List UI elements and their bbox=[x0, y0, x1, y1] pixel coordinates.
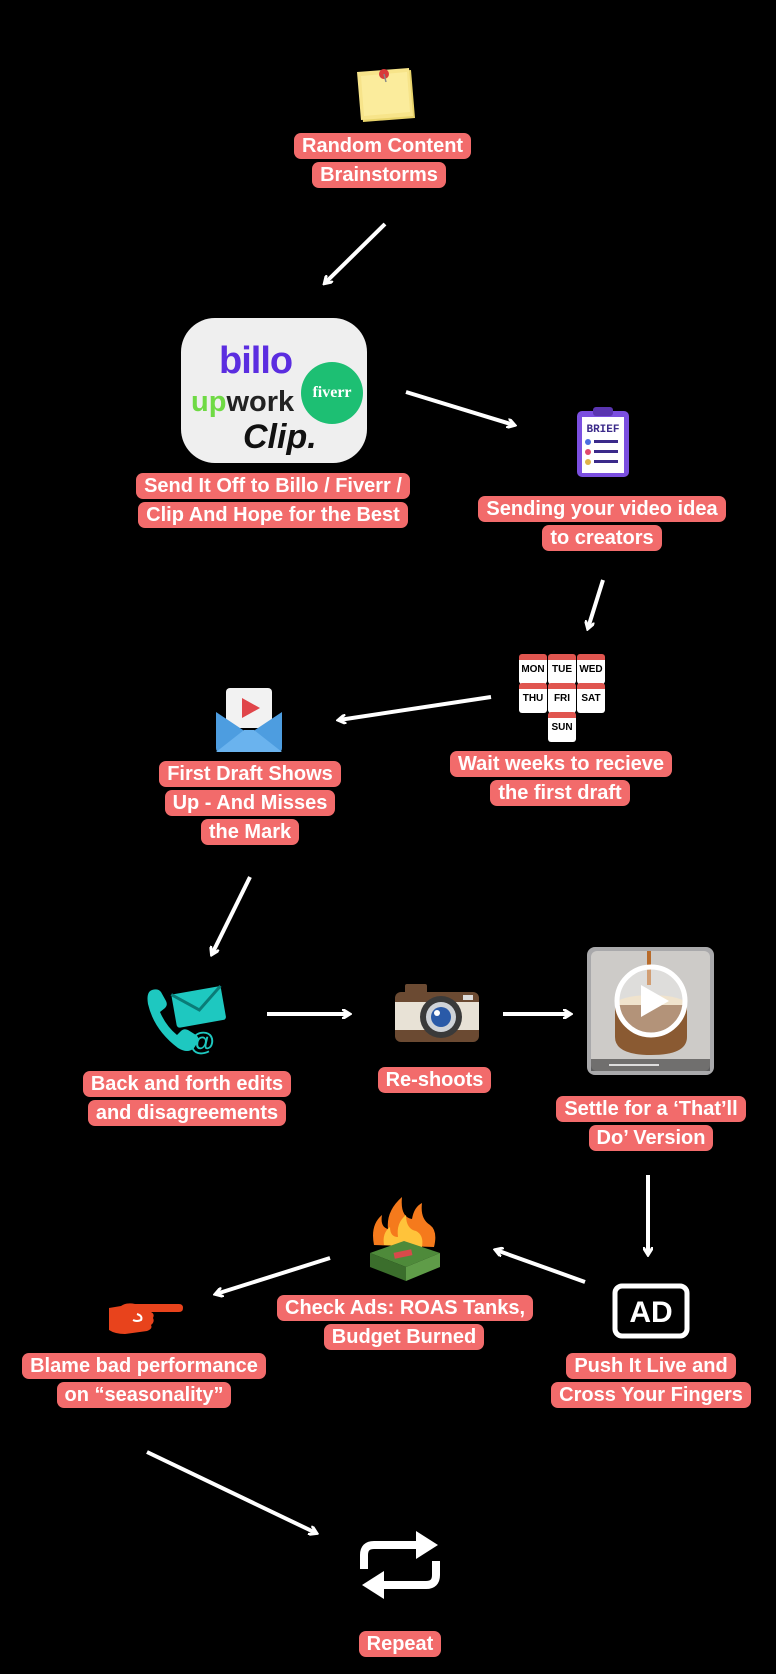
phone-email-icon: @ bbox=[144, 980, 234, 1060]
arrow-2 bbox=[405, 390, 514, 425]
calendar-day-sat: SAT bbox=[577, 683, 605, 713]
calendar-days-icon: MON TUE WED THU FRI SAT SUN bbox=[517, 654, 607, 742]
calendar-day-mon: MON bbox=[519, 654, 547, 684]
step-label-sending-idea: Sending your video idea to creators bbox=[477, 495, 727, 553]
arrow-5 bbox=[212, 876, 252, 954]
arrow-3 bbox=[588, 579, 605, 628]
svg-text:@: @ bbox=[189, 1026, 214, 1056]
brief-text: BRIEF bbox=[586, 424, 619, 436]
video-envelope-icon bbox=[214, 686, 284, 752]
step-label-settle: Settle for a ‘That’ll Do’ Version bbox=[556, 1095, 746, 1153]
step-label-wait-weeks: Wait weeks to recieve the first draft bbox=[450, 750, 673, 808]
arrow-11 bbox=[146, 1450, 316, 1533]
step-label-reshoots: Re-shoots bbox=[372, 1066, 497, 1095]
step-label-check-ads: Check Ads: ROAS Tanks, Budget Burned bbox=[277, 1294, 534, 1352]
arrow-4 bbox=[339, 695, 492, 720]
sticky-note-icon bbox=[355, 66, 419, 126]
ad-text: AD bbox=[629, 1296, 672, 1329]
camera-icon bbox=[393, 980, 481, 1044]
burning-money-icon bbox=[364, 1195, 444, 1283]
step-label-blame: Blame bad performance on “seasonality” bbox=[22, 1352, 266, 1410]
calendar-day-sun: SUN bbox=[548, 712, 576, 742]
step-label-back-forth: Back and forth edits and disagreements bbox=[78, 1070, 296, 1128]
arrow-9 bbox=[496, 1250, 586, 1284]
arrow-10 bbox=[216, 1256, 331, 1294]
calendar-day-fri: FRI bbox=[548, 683, 576, 713]
clip-logo: Clip. bbox=[243, 418, 317, 456]
calendar-day-wed: WED bbox=[577, 654, 605, 684]
step-label-repeat: Repeat bbox=[340, 1630, 460, 1659]
billo-logo: billo bbox=[219, 340, 293, 382]
step-label-brainstorms: Random Content Brainstorms bbox=[294, 132, 472, 190]
repeat-icon bbox=[354, 1525, 446, 1605]
step-label-push-live: Push It Live and Cross Your Fingers bbox=[551, 1352, 751, 1410]
ad-icon: AD bbox=[612, 1283, 690, 1339]
step-label-send-off: Send It Off to Billo / Fiverr / Clip And… bbox=[128, 472, 418, 530]
video-thumbnail-icon[interactable] bbox=[587, 947, 714, 1075]
platform-logos-icon: billo upwork Clip. fiverr bbox=[181, 318, 367, 463]
calendar-day-thu: THU bbox=[519, 683, 547, 713]
calendar-day-tue: TUE bbox=[548, 654, 576, 684]
brief-clipboard-icon: BRIEF bbox=[574, 405, 632, 479]
fiverr-logo: fiverr bbox=[301, 362, 363, 424]
pointing-hand-icon bbox=[107, 1298, 183, 1338]
step-label-first-draft: First Draft Shows Up - And Misses the Ma… bbox=[155, 760, 345, 847]
arrow-1 bbox=[325, 222, 387, 283]
upwork-logo: upwork bbox=[191, 386, 295, 418]
